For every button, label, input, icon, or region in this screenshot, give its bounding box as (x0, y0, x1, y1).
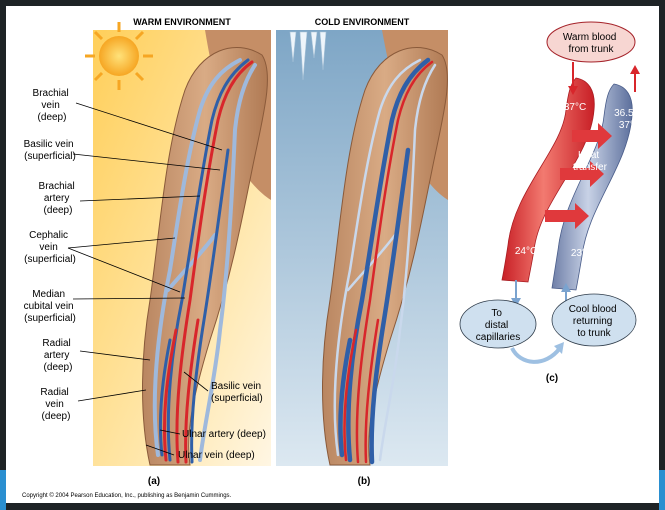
cold-brachial-vein (346, 57, 431, 463)
cold-ulnar-artery (364, 318, 380, 464)
cold-median-cubital-vein (346, 233, 397, 292)
warm-brachial-vein (166, 58, 250, 462)
cold-heading: COLD ENVIRONMENT (315, 17, 410, 27)
label-ulnar-artery: Ulnar artery (deep) (182, 429, 266, 440)
sun-icon (85, 22, 153, 90)
capillary-loop-arrow (510, 346, 562, 364)
temp-artery-bottom: 24°C (515, 246, 537, 257)
label-cephalic-vein: Cephalic vein (superficial) (24, 230, 76, 265)
warm-blood-bubble (546, 21, 636, 63)
warm-heading: WARM ENVIRONMENT (133, 17, 231, 27)
panel-cold (276, 30, 448, 466)
heat-transfer-label: Heat transfer (573, 150, 608, 173)
to-capillaries-label: To distal capillaries (476, 308, 520, 343)
cold-radial-vein (338, 337, 353, 458)
label-basilic-vein-lower: Basilic vein (superficial) (211, 381, 264, 404)
panel-countercurrent: Warm blood from trunk 37°C 36.5°– 37°C H… (459, 21, 646, 364)
to-capillaries-bubble (459, 299, 537, 349)
label-brachial-vein: Brachial vein (deep) (33, 88, 72, 123)
cool-blood-bubble (551, 293, 637, 347)
panel-label-c: (c) (546, 373, 558, 384)
warm-median-cubital-vein (166, 233, 217, 292)
labels-lower: Basilic vein (superficial) Ulnar artery … (178, 381, 266, 461)
temp-vein-top: 36.5°– 37°C (614, 108, 646, 131)
warm-brachial-artery (175, 60, 254, 464)
label-ulnar-vein: Ulnar vein (deep) (178, 450, 255, 461)
warm-radial-artery (162, 328, 178, 462)
labels-left: Brachial vein (deep) Basilic vein (super… (24, 88, 78, 422)
leader-lines (67, 102, 223, 456)
label-median-cubital-vein: Median cubital vein (superficial) (24, 289, 77, 324)
panel-warm (85, 22, 271, 466)
icicles-icon (289, 31, 327, 81)
cold-basilic-vein (378, 63, 437, 462)
left-accent-strip (0, 470, 6, 510)
warm-cephalic-vein (152, 58, 242, 457)
cool-blood-label: Cool blood returning to trunk (569, 304, 620, 339)
warm-ulnar-vein (190, 148, 230, 464)
panel-label-b: (b) (358, 476, 371, 487)
label-brachial-artery: Brachial artery (deep) (39, 181, 78, 216)
warm-radial-vein (158, 338, 172, 457)
warm-basilic-vein (198, 63, 257, 462)
cold-ulnar-vein (369, 147, 411, 465)
cold-brachial-artery (355, 60, 434, 464)
label-basilic-vein-upper: Basilic vein (superficial) (24, 139, 77, 162)
right-accent-strip (659, 470, 665, 510)
warm-ulnar-artery (184, 318, 200, 464)
label-radial-vein: Radial vein (deep) (40, 387, 71, 422)
temp-artery-top: 37°C (564, 102, 586, 113)
cold-radial-artery (343, 328, 358, 462)
copyright-text: Copyright © 2004 Pearson Education, Inc.… (22, 492, 232, 499)
temp-vein-bottom: 23°C (571, 248, 593, 259)
warm-arm (142, 47, 268, 466)
panel-label-a: (a) (148, 476, 160, 487)
warm-blood-label: Warm blood from trunk (563, 32, 619, 55)
cold-cephalic-vein (333, 58, 422, 457)
label-radial-artery: Radial artery (deep) (42, 338, 73, 373)
heat-arrows (545, 123, 612, 229)
